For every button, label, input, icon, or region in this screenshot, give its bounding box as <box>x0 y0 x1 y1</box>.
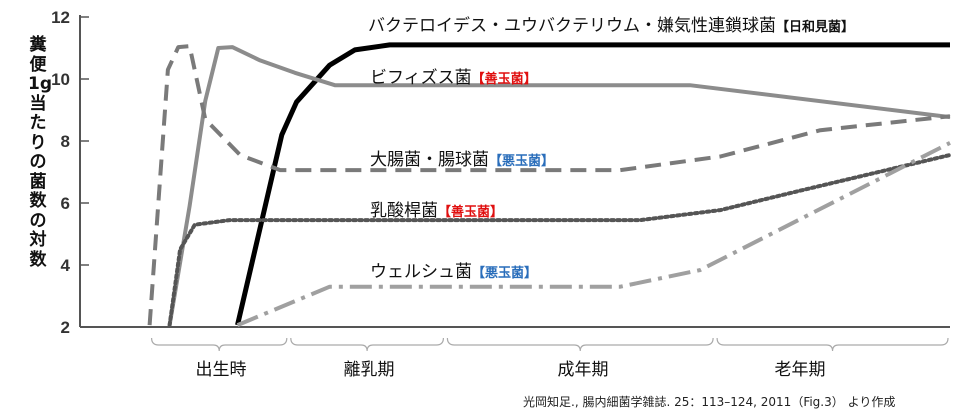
stage-label-elderly: 老年期 <box>774 360 826 380</box>
series-line-0 <box>235 42 950 326</box>
source-note: 光岡知足., 腸内細菌学雑誌. 25：113–124, 2011（Fig.3） … <box>523 395 896 409</box>
y-tick-label: 12 <box>51 8 70 27</box>
series-tag: 【善玉菌】 <box>438 205 504 220</box>
stage-label-adult: 成年期 <box>557 360 609 380</box>
y-tick-label: 4 <box>61 256 71 275</box>
series-name: 乳酸桿菌 <box>370 201 438 221</box>
series-name: バクテロイデス・ユウバクテリウム・嫌気性連鎖球菌 <box>368 16 776 36</box>
series-tag: 【悪玉菌】 <box>489 154 555 169</box>
stage-label-birth: 出生時 <box>195 360 247 380</box>
y-tick-label: 8 <box>61 132 70 151</box>
stage-brace <box>290 337 444 352</box>
y-tick-label: 2 <box>61 318 70 337</box>
series-line-1 <box>167 45 951 326</box>
stage-label-weaning: 離乳期 <box>343 360 395 380</box>
stage-brace <box>151 337 288 352</box>
series-label-lactobacillus: 乳酸桿菌【善玉菌】 <box>370 196 503 221</box>
stage-brace <box>446 337 714 352</box>
series-label-welchii: ウェルシュ菌【悪玉菌】 <box>370 257 537 282</box>
y-tick-label: 6 <box>61 194 70 213</box>
y-axis-label: 糞便1g当たりの菌数の対数 <box>28 35 52 270</box>
series-label-bifidus: ビフィズス菌【善玉菌】 <box>370 63 537 88</box>
series-name: ビフィズス菌 <box>370 68 472 88</box>
series-name: ウェルシュ菌 <box>370 262 472 282</box>
series-label-coli: 大腸菌・腸球菌【悪玉菌】 <box>370 145 554 170</box>
y-tick-label: 10 <box>51 70 70 89</box>
series-line-4 <box>236 141 951 327</box>
series-tag: 【日和見菌】 <box>776 20 855 35</box>
series-tag: 【悪玉菌】 <box>472 266 538 281</box>
series-label-bacteroides: バクテロイデス・ユウバクテリウム・嫌気性連鎖球菌【日和見菌】 <box>368 11 854 36</box>
series-tag: 【善玉菌】 <box>471 72 537 87</box>
series-line-3 <box>167 153 952 328</box>
series-line-2 <box>147 44 951 326</box>
stage-brace <box>716 337 949 352</box>
series-name: 大腸菌・腸球菌 <box>370 150 489 170</box>
